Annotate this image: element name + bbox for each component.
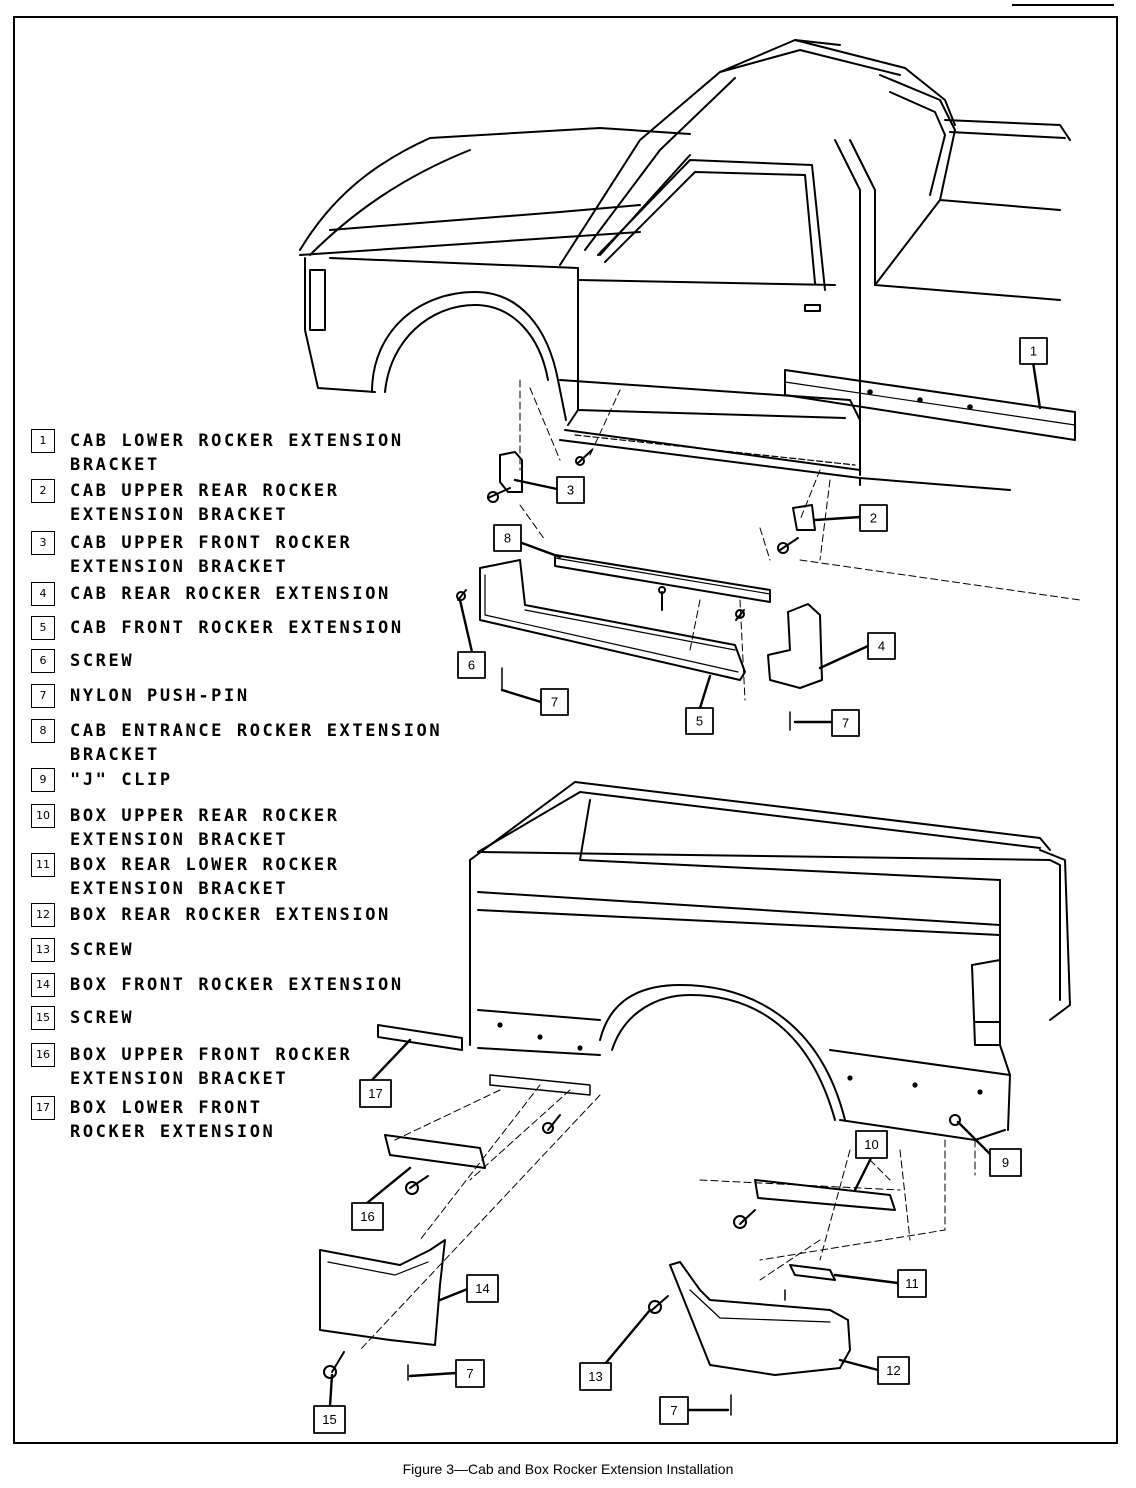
legend-number: 12 — [31, 903, 55, 927]
callout-7-label: 7 — [842, 716, 849, 731]
callout-11 — [897, 1269, 927, 1298]
callout-7-cab-front — [540, 688, 569, 716]
legend-number: 7 — [31, 684, 55, 708]
legend-number: 6 — [31, 649, 55, 673]
legend-text: BOX UPPER REAR ROCKER EXTENSION BRACKET — [70, 806, 340, 850]
top-rule — [1012, 4, 1114, 6]
pickup-box-drawing — [469, 781, 1071, 1141]
legend-text: BOX REAR LOWER ROCKER EXTENSION BRACKET — [70, 855, 340, 899]
figure-caption: Figure 3—Cab and Box Rocker Extension In… — [402, 1461, 734, 1477]
callout-7-cab-rear — [831, 709, 860, 737]
legend-number: 5 — [31, 616, 55, 640]
legend-text: SCREW — [70, 651, 135, 671]
legend-number: 10 — [31, 804, 55, 828]
legend-number: 14 — [31, 973, 55, 997]
callout-5 — [685, 707, 714, 735]
truck-cab-drawing — [299, 39, 1071, 491]
callout-9 — [989, 1148, 1022, 1177]
legend-text: BOX REAR ROCKER EXTENSION — [70, 905, 391, 925]
legend-text: CAB ENTRANCE ROCKER EXTENSION BRACKET — [70, 721, 443, 765]
legend-text: BOX UPPER FRONT ROCKER EXTENSION BRACKET — [70, 1045, 353, 1089]
callout-8 — [493, 524, 522, 552]
callout-7-box-front — [455, 1359, 485, 1388]
callout-12 — [877, 1356, 910, 1385]
callout-1 — [1019, 337, 1048, 365]
legend-number: 1 — [31, 429, 55, 453]
callout-3-label: 3 — [567, 483, 574, 498]
legend-number: 4 — [31, 582, 55, 606]
callout-8-label: 8 — [504, 531, 511, 546]
legend-number: 17 — [31, 1096, 55, 1120]
callout-4 — [867, 632, 896, 660]
callout-15-label: 15 — [322, 1412, 336, 1427]
callout-13-label: 13 — [588, 1369, 602, 1384]
callout-2-label: 2 — [870, 511, 877, 526]
box-rocker-parts — [319, 1024, 976, 1416]
legend-text: CAB FRONT ROCKER EXTENSION — [70, 618, 404, 638]
callout-14 — [466, 1274, 499, 1303]
legend-text: CAB LOWER ROCKER EXTENSION BRACKET — [70, 431, 404, 475]
callout-14-label: 14 — [475, 1281, 489, 1296]
callout-9-label: 9 — [1002, 1155, 1009, 1170]
legend-text: SCREW — [70, 1008, 135, 1028]
callout-4-label: 4 — [878, 639, 885, 654]
callout-10 — [855, 1130, 888, 1159]
legend-text: CAB REAR ROCKER EXTENSION — [70, 584, 391, 604]
callout-2 — [859, 504, 888, 532]
callout-7-box-rear — [659, 1396, 689, 1425]
callout-11-label: 11 — [905, 1276, 919, 1291]
callout-15 — [313, 1405, 346, 1434]
legend-text: BOX FRONT ROCKER EXTENSION — [70, 975, 404, 995]
legend-number: 11 — [31, 853, 55, 877]
legend-text: CAB UPPER REAR ROCKER EXTENSION BRACKET — [70, 481, 340, 525]
legend-number: 15 — [31, 1006, 55, 1030]
legend-number: 8 — [31, 719, 55, 743]
cab-rocker-brackets — [456, 369, 1081, 731]
callout-3 — [556, 476, 585, 504]
callout-10-label: 10 — [864, 1137, 878, 1152]
figure-frame — [13, 16, 1118, 1444]
callout-13 — [579, 1362, 612, 1391]
legend-text: "J" CLIP — [70, 770, 173, 790]
callout-16 — [351, 1202, 384, 1231]
callout-6-label: 6 — [468, 658, 475, 673]
callout-6 — [457, 651, 486, 679]
callout-12-label: 12 — [886, 1363, 900, 1378]
legend-text: NYLON PUSH-PIN — [70, 686, 250, 706]
legend-text: BOX LOWER FRONT ROCKER EXTENSION — [70, 1098, 276, 1142]
callout-5-label: 5 — [696, 714, 703, 729]
callout-17 — [359, 1079, 392, 1108]
callout-17-label: 17 — [368, 1086, 382, 1101]
legend-text: SCREW — [70, 940, 135, 960]
callout-7-label: 7 — [670, 1403, 677, 1418]
legend-text: CAB UPPER FRONT ROCKER EXTENSION BRACKET — [70, 533, 353, 577]
legend-number: 16 — [31, 1043, 55, 1067]
legend-number: 9 — [31, 768, 55, 792]
callout-7-label: 7 — [551, 695, 558, 710]
callout-1-label: 1 — [1030, 344, 1037, 359]
legend-number: 13 — [31, 938, 55, 962]
legend-number: 2 — [31, 479, 55, 503]
callout-16-label: 16 — [360, 1209, 374, 1224]
callout-boxes: 1 2 3 4 5 6 7 7 8 9 10 11 12 13 14 15 16 — [313, 337, 1048, 1434]
callout-7-label: 7 — [466, 1366, 473, 1381]
legend-number: 3 — [31, 531, 55, 555]
